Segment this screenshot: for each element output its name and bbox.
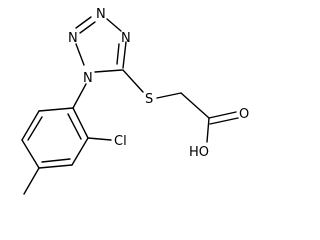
bond-n2-n3-double <box>75 16 92 29</box>
bond-c2-c3 <box>71 137 89 166</box>
bond-c5-s <box>122 69 144 93</box>
atom-o-carbonyl-label: O <box>239 107 249 122</box>
bond-c-oh <box>206 117 210 143</box>
bond-c1-c2 <box>72 107 89 139</box>
bond-c5-n1 <box>94 69 123 73</box>
atom-labels: N N N N S Cl O HO <box>68 7 249 160</box>
atom-n2-label: N <box>68 31 78 46</box>
bond-c4-c5 <box>21 139 40 169</box>
atom-n3-label: N <box>96 7 106 22</box>
bond-s-ch2 <box>156 92 182 99</box>
bond-c1-c2-inner <box>67 113 82 140</box>
atom-s-label: S <box>145 92 153 107</box>
atom-oh-label: HO <box>189 145 209 160</box>
bond-n2-n3 <box>79 21 96 34</box>
bond-c3-c4-inner <box>41 158 71 163</box>
atom-n1-label: N <box>83 71 93 86</box>
bond-n4-c5-double <box>116 43 120 65</box>
bond-c-o-double-b <box>209 117 239 125</box>
atom-cl-label: Cl <box>114 134 127 149</box>
bond-c2-cl <box>87 137 112 141</box>
bond-ch2-c <box>180 92 210 119</box>
bond-n1-c1 <box>72 83 87 109</box>
structure-diagram: N N N N S Cl O HO <box>21 7 249 195</box>
bond-c5-c6-inner <box>27 116 43 141</box>
thioacetic-chain <box>122 69 239 143</box>
bond-n1-n2 <box>75 43 85 66</box>
phenyl-ring <box>21 83 89 169</box>
bond-c6-c1 <box>38 107 74 112</box>
atom-n4-label: N <box>121 31 131 46</box>
bond-n3-n4 <box>106 18 122 32</box>
tetrazole-ring <box>75 16 127 73</box>
bond-c5-c6 <box>21 110 40 141</box>
bond-c-o-double-a <box>208 111 237 119</box>
substituents <box>23 137 112 195</box>
bond-c4-methyl <box>23 167 40 195</box>
bond-c3-c4 <box>38 164 73 169</box>
molecule-drawing: N N N N S Cl O HO <box>21 7 249 195</box>
bond-n4-c5 <box>122 41 127 69</box>
